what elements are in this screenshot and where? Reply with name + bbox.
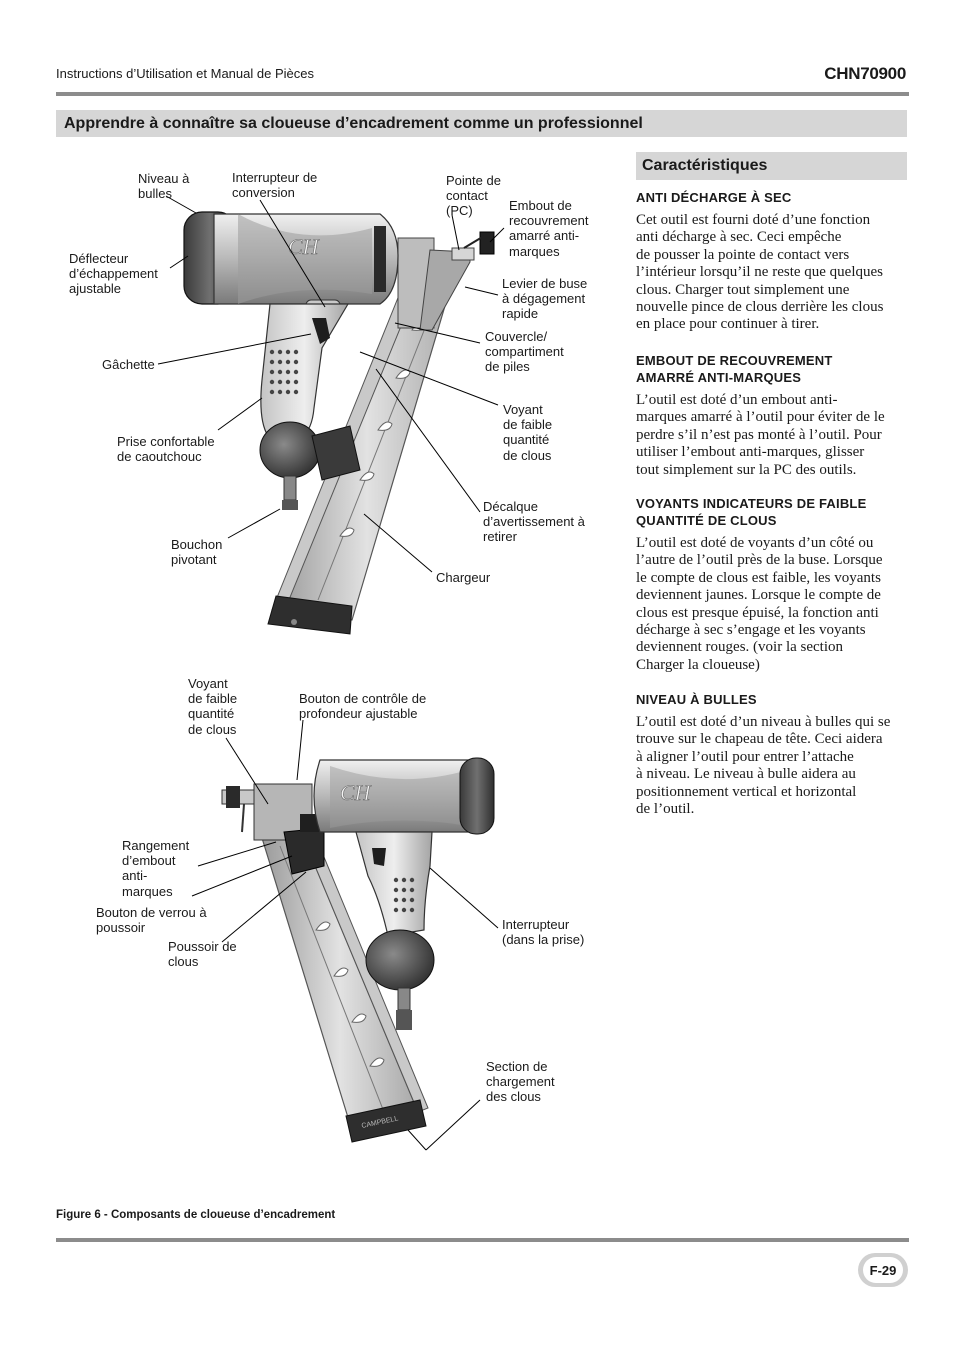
label-nail-pusher: Poussoir de clous <box>168 939 237 970</box>
label-contact-tip: Pointe de contact (PC) <box>446 173 501 219</box>
top-leader-lines <box>157 195 505 573</box>
features-heading: Caractéristiques <box>642 157 768 174</box>
feature-title: EMBOUT DE RECOUVREMENT AMARRÉ ANTI-MARQU… <box>636 353 833 385</box>
features-heading-bar: Caractéristiques <box>636 152 907 180</box>
label-no-mar-tip: Embout de recouvrement amarré anti- marq… <box>509 198 589 259</box>
label-nail-loading-section: Section de chargement des clous <box>486 1059 555 1105</box>
bottom-leader-lines <box>191 719 499 1151</box>
feature-bubble-level: NIVEAU À BULLES L’outil est doté d’un ni… <box>636 691 908 818</box>
label-no-mar-storage: Rangement d’embout anti- marques <box>122 838 190 899</box>
label-warning-decal: Décalque d’avertissement à retirer <box>483 499 585 545</box>
label-push-lock-button: Bouton de verrou à poussoir <box>96 905 207 936</box>
feature-no-mar-tip: EMBOUT DE RECOUVREMENT AMARRÉ ANTI-MARQU… <box>636 352 908 479</box>
feature-title: ANTI DÉCHARGE À SEC <box>636 190 792 205</box>
feature-body: L’outil est doté de voyants d’un côté ou… <box>636 535 883 673</box>
label-bubble-level: Niveau à bulles <box>138 171 190 202</box>
label-magazine: Chargeur <box>436 570 491 585</box>
label-depth-adjust-knob: Bouton de contrôle de profondeur ajustab… <box>299 691 427 722</box>
document-title: Instructions d’Utilisation et Manual de … <box>56 66 314 81</box>
page-number: F-29 <box>863 1257 903 1283</box>
footer-rule <box>56 1238 909 1242</box>
feature-body: L’outil est doté d’un embout anti- marqu… <box>636 392 885 478</box>
nailer-side-view-top: CH <box>183 211 495 635</box>
label-low-nail-indicator-2: Voyant de faible quantité de clous <box>188 676 238 737</box>
section-title-bar: Apprendre à connaître sa cloueuse d’enca… <box>56 110 907 137</box>
brand-mark-top: CH <box>288 234 320 259</box>
label-low-nail-indicator: Voyant de faible quantité de clous <box>503 402 553 463</box>
label-grip-switch: Interrupteur (dans la prise) <box>502 917 585 948</box>
label-quick-release-lever: Levier de buse à dégagement rapide <box>502 276 588 322</box>
label-rubber-grip: Prise confortable de caoutchouc <box>117 434 215 465</box>
figure-caption: Figure 6 - Composants de cloueuse d’enca… <box>56 1209 336 1221</box>
feature-title: VOYANTS INDICATEURS DE FAIBLE QUANTITÉ D… <box>636 496 867 528</box>
feature-body: Cet outil est fourni doté d’une fonction… <box>636 212 884 333</box>
header-rule <box>56 92 909 96</box>
page-number-badge: F-29 <box>858 1253 908 1287</box>
feature-title: NIVEAU À BULLES <box>636 692 757 707</box>
label-battery-cover: Couvercle/ compartiment de piles <box>485 329 564 375</box>
label-trigger: Gâchette <box>102 357 155 372</box>
label-conversion-switch: Interrupteur de conversion <box>232 170 318 201</box>
label-swivel-fitting: Bouchon pivotant <box>171 537 223 568</box>
label-exhaust-deflector: Déflecteur d’échappement ajustable <box>69 251 158 297</box>
feature-low-nail-indicators: VOYANTS INDICATEURS DE FAIBLE QUANTITÉ D… <box>636 495 908 674</box>
section-title: Apprendre à connaître sa cloueuse d’enca… <box>64 114 643 132</box>
brand-mark-bottom: CH <box>340 780 372 805</box>
feature-dry-fire: ANTI DÉCHARGE À SEC Cet outil est fourni… <box>636 189 908 334</box>
model-number: CHN70900 <box>824 64 906 83</box>
feature-body: L’outil est doté d’un niveau à bulles qu… <box>636 714 891 818</box>
nailer-side-view-bottom: CAMPBELL CH <box>221 757 495 1143</box>
